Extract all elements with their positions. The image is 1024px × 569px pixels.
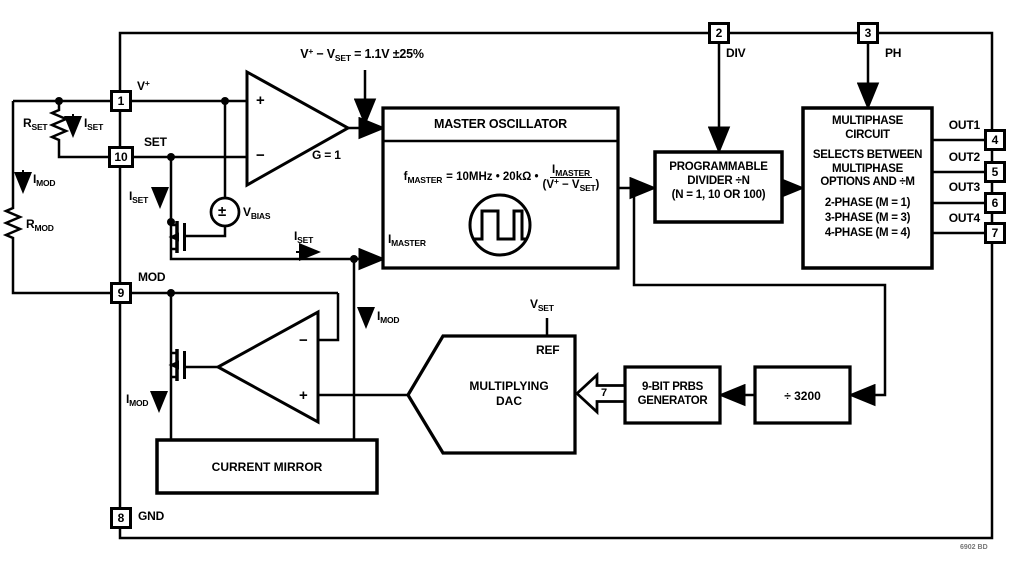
pin-3-ph: 3 (857, 22, 879, 44)
multiphase-title: MULTIPHASE CIRCUIT (806, 115, 929, 142)
dac-ref-label: REF (536, 343, 560, 357)
iset-mid-label: ISET (294, 229, 314, 245)
pin-1-vplus: 1 (110, 90, 132, 112)
pin-5-out2: 5 (984, 161, 1006, 183)
programmable-divider-box (653, 150, 784, 224)
iset-int-label: ISET (129, 189, 149, 205)
modamp-minus-sign: − (299, 332, 308, 349)
div3200-box (753, 365, 852, 425)
div3200-text: ÷ 3200 (784, 389, 821, 403)
ph-label: PH (885, 46, 902, 60)
divider-line3: (N = 1, 10 OR 100) (671, 189, 766, 201)
gnd-label: GND (138, 509, 165, 523)
current-mirror-box (155, 438, 379, 495)
rmod-label: RMOD (26, 217, 54, 233)
master-oscillator-box (381, 106, 620, 270)
oscillator-formula: fMASTER = 10MHz • 20kΩ • IMASTER (V+ − V… (403, 163, 600, 193)
amp-plus-sign: + (256, 92, 265, 109)
divider-line1: PROGRAMMABLE (669, 161, 768, 173)
mosfet-lower (168, 349, 186, 381)
imaster-label: IMASTER (388, 232, 426, 248)
pin-2-div: 2 (708, 22, 730, 44)
pin-6-out3: 6 (984, 192, 1006, 214)
multiplying-dac-shape (406, 334, 577, 455)
mod-amp (214, 309, 320, 425)
dac-text: MULTIPLYING DAC (445, 379, 573, 409)
set-label: SET (144, 135, 167, 149)
dac-line2: DAC (496, 394, 522, 408)
imod-ext-label: IMOD (33, 172, 56, 188)
gain-label: G = 1 (312, 148, 341, 162)
modamp-plus-sign: + (299, 387, 308, 404)
vbias-label: VBIAS (243, 205, 271, 221)
imod-mid-label: IMOD (377, 309, 400, 325)
blocks (155, 106, 934, 495)
div-label: DIV (726, 46, 746, 60)
pin-4-out1: 4 (984, 129, 1006, 151)
divider-text: PROGRAMMABLE DIVIDER ÷N (N = 1, 10 OR 10… (657, 160, 780, 202)
multiphase-title2: CIRCUIT (845, 128, 890, 141)
multiphase-desc2: MULTIPHASE (832, 162, 903, 175)
prbs-text: 9-BIT PRBS GENERATOR (627, 380, 718, 408)
multiphase-desc3: OPTIONS AND ÷M (820, 176, 915, 188)
multiphase-option2: 3-PHASE (M = 3) (824, 212, 911, 224)
multiphase-option1: 2-PHASE (M = 1) (824, 197, 911, 209)
out1-label: OUT1 (948, 118, 980, 132)
figure-code: 6902 BD (960, 544, 988, 551)
mosfet-upper (168, 221, 186, 253)
out2-label: OUT2 (948, 150, 980, 164)
bus-arrow (574, 371, 627, 416)
pin-10-set: 10 (108, 146, 134, 168)
divider-line2: DIVIDER ÷N (687, 175, 750, 187)
iset-ext-label: ISET (84, 116, 104, 132)
rset-label: RSET (23, 116, 48, 132)
junction-dots (55, 97, 638, 297)
mod-label: MOD (138, 270, 166, 284)
vbias-source (209, 196, 241, 228)
out4-label: OUT4 (948, 211, 980, 225)
prbs-line2: GENERATOR (637, 395, 708, 407)
buffer-amp (245, 69, 352, 188)
out3-label: OUT3 (948, 180, 980, 194)
vset-label: VSET (530, 297, 554, 313)
multiphase-box (801, 106, 934, 270)
amp-minus-sign: − (256, 147, 265, 164)
pin-9-mod: 9 (110, 282, 132, 304)
plusminus-icon: ± (218, 203, 227, 220)
prbs-line1: 9-BIT PRBS (642, 381, 703, 393)
current-mirror-text: CURRENT MIRROR (211, 460, 323, 474)
multiphase-options: 2-PHASE (M = 1) 3-PHASE (M = 3) 4-PHASE … (806, 196, 929, 241)
bus-width-label: 7 (601, 387, 607, 399)
squarewave-icon (468, 193, 532, 257)
multiphase-option3: 4-PHASE (M = 4) (824, 227, 911, 239)
multiphase-desc: SELECTS BETWEEN MULTIPHASE OPTIONS AND ÷… (806, 149, 929, 190)
output-voltage-annotation: V+ − VSET = 1.1V ±25% (300, 46, 424, 63)
multiphase-title1: MULTIPHASE (832, 115, 903, 127)
multiphase-desc1: SELECTS BETWEEN (812, 149, 923, 161)
dac-line1: MULTIPLYING (469, 379, 549, 393)
pin-7-out4: 7 (984, 222, 1006, 244)
imod-low-label: IMOD (126, 392, 149, 408)
oscillator-title: MASTER OSCILLATOR (434, 117, 567, 131)
pin-8-gnd: 8 (110, 507, 132, 529)
vplus-label: V+ (137, 78, 150, 93)
